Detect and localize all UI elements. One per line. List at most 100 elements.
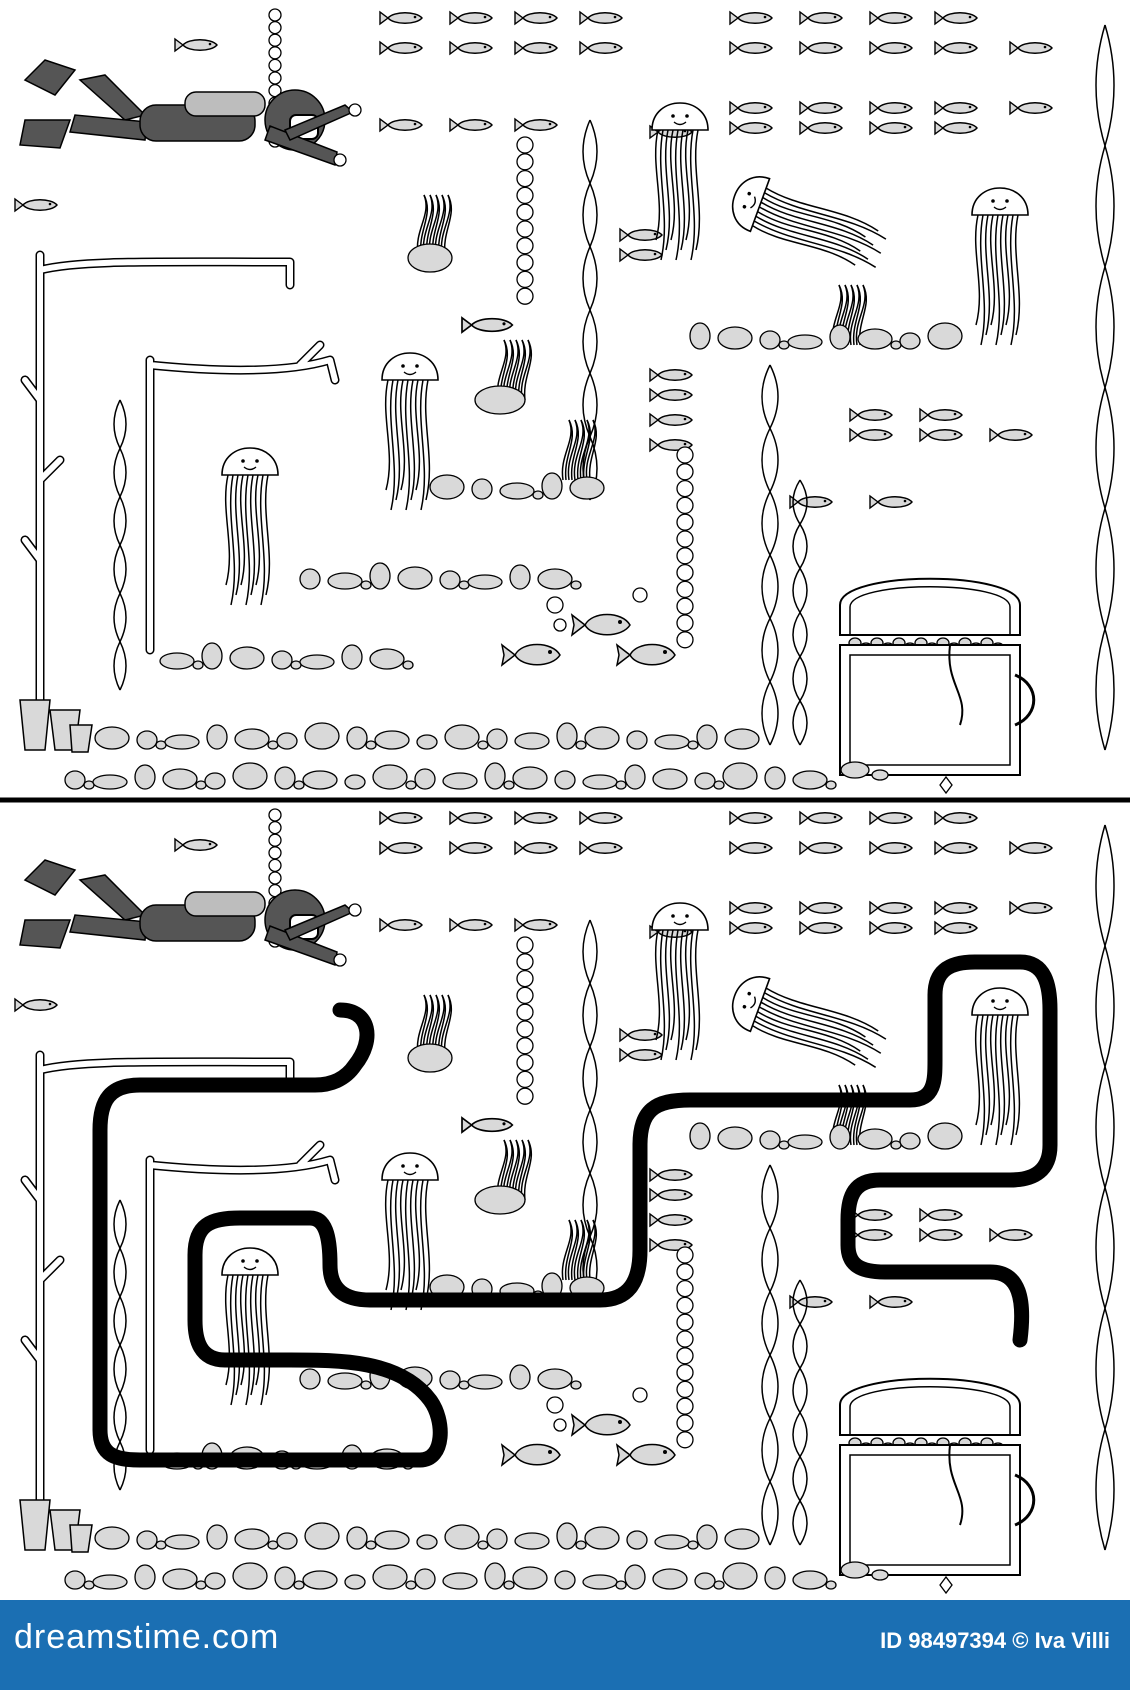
bubble-icon [268, 58, 282, 73]
pebble-icon [206, 724, 228, 750]
pebble-icon [759, 1130, 781, 1150]
bubble-icon [676, 463, 694, 481]
pebble-icon [293, 780, 305, 790]
scuba-diver-icon [19, 859, 362, 967]
bubble-icon [516, 1070, 534, 1089]
bubble-icon [676, 547, 694, 565]
pebble-icon [136, 730, 158, 750]
pebble-icon [624, 764, 646, 790]
fish-icon [14, 997, 58, 1013]
fish-icon [379, 917, 423, 933]
pebble-icon [477, 1540, 489, 1550]
pebble-icon [624, 1564, 646, 1590]
bubble-icon [676, 1296, 694, 1315]
fish-icon [849, 427, 893, 443]
pebble-icon [512, 766, 548, 790]
fish-icon [729, 810, 773, 826]
bubble-icon [268, 33, 282, 47]
pebble-icon [696, 724, 718, 750]
chest-handle [1014, 673, 1036, 727]
footer-brand[interactable]: dreamstime.com [14, 1618, 280, 1656]
pebble-icon [512, 1566, 548, 1590]
pebble-icon [64, 770, 86, 790]
fish-icon [934, 10, 978, 26]
fish-icon [379, 10, 423, 26]
fish-icon [500, 1443, 561, 1467]
pebble-icon [416, 734, 438, 750]
fish-icon [449, 917, 493, 933]
treasure-chest-icon [839, 577, 1036, 795]
fish-icon [869, 810, 913, 826]
pebble-icon [164, 734, 200, 750]
fish-icon [514, 810, 558, 826]
pebble-icon [162, 1568, 198, 1590]
seaweed-icon [1095, 824, 1115, 1551]
bubble-icon [676, 563, 694, 582]
solution-path [92, 954, 1058, 1468]
pebble-icon [584, 726, 620, 750]
jellyfish-icon [221, 447, 279, 606]
solved-maze-panel [14, 808, 1115, 1595]
fish-icon [919, 407, 963, 423]
seaweed-icon [792, 479, 808, 746]
fish-icon [649, 387, 693, 403]
pebble-icon [274, 1566, 296, 1590]
fish-icon [989, 427, 1033, 443]
bubble-icon [676, 1431, 694, 1449]
bubble-icon [676, 1363, 694, 1382]
pebble-icon [582, 1574, 618, 1590]
fish-icon [579, 40, 623, 56]
bubble-icon [676, 1380, 694, 1399]
pebble-icon [467, 574, 503, 590]
pebble-icon [397, 566, 433, 590]
fish-icon [619, 1027, 663, 1043]
pebble-icon [514, 732, 550, 750]
pebble-icon [570, 1380, 582, 1390]
pebble-icon [652, 768, 688, 790]
jellyfish-icon [221, 1247, 279, 1406]
pebble-icon [840, 761, 870, 779]
fish-icon [174, 837, 218, 853]
sea-grass-icon [561, 419, 598, 481]
pebble-icon [509, 564, 531, 590]
pebble-icon [442, 1572, 478, 1590]
pebble-icon [582, 774, 618, 790]
bubble-icon [268, 71, 282, 85]
fish-icon [729, 10, 773, 26]
pebble-icon [405, 1580, 417, 1590]
fish-icon [379, 117, 423, 133]
pebble-icon [759, 330, 781, 350]
bubble-icon [516, 220, 534, 238]
fish-icon [514, 117, 558, 133]
pebble-icon [584, 1526, 620, 1550]
fish-icon [919, 1227, 963, 1243]
bubble-icon [676, 1246, 694, 1264]
air-tank-icon [184, 891, 266, 917]
pebble-icon [346, 726, 368, 750]
bubble-icon [516, 186, 534, 205]
pebble-icon [541, 472, 563, 500]
bubble-icon [676, 631, 694, 649]
fish-icon [649, 1167, 693, 1183]
pebble-icon [94, 726, 130, 750]
bubble-icon [676, 496, 694, 515]
pebble-icon [232, 762, 268, 790]
pebble-icon [899, 1132, 921, 1150]
pebble-icon [344, 774, 366, 790]
pebble-icon [346, 1526, 368, 1550]
pebble-icon [229, 646, 265, 670]
fish-icon [379, 840, 423, 856]
fish-icon [619, 247, 663, 263]
fish-icon [579, 810, 623, 826]
pebble-icon [857, 328, 893, 350]
pebble-icon [840, 1561, 870, 1579]
pebble-icon [467, 1374, 503, 1390]
fish-icon [934, 120, 978, 136]
pebble-icon [94, 1526, 130, 1550]
pebble-icon [276, 732, 298, 750]
pebble-icon [201, 642, 223, 670]
fish-icon [934, 100, 978, 116]
fish-icon [619, 227, 663, 243]
pebble-icon [787, 334, 823, 350]
pebble-icon [514, 1532, 550, 1550]
